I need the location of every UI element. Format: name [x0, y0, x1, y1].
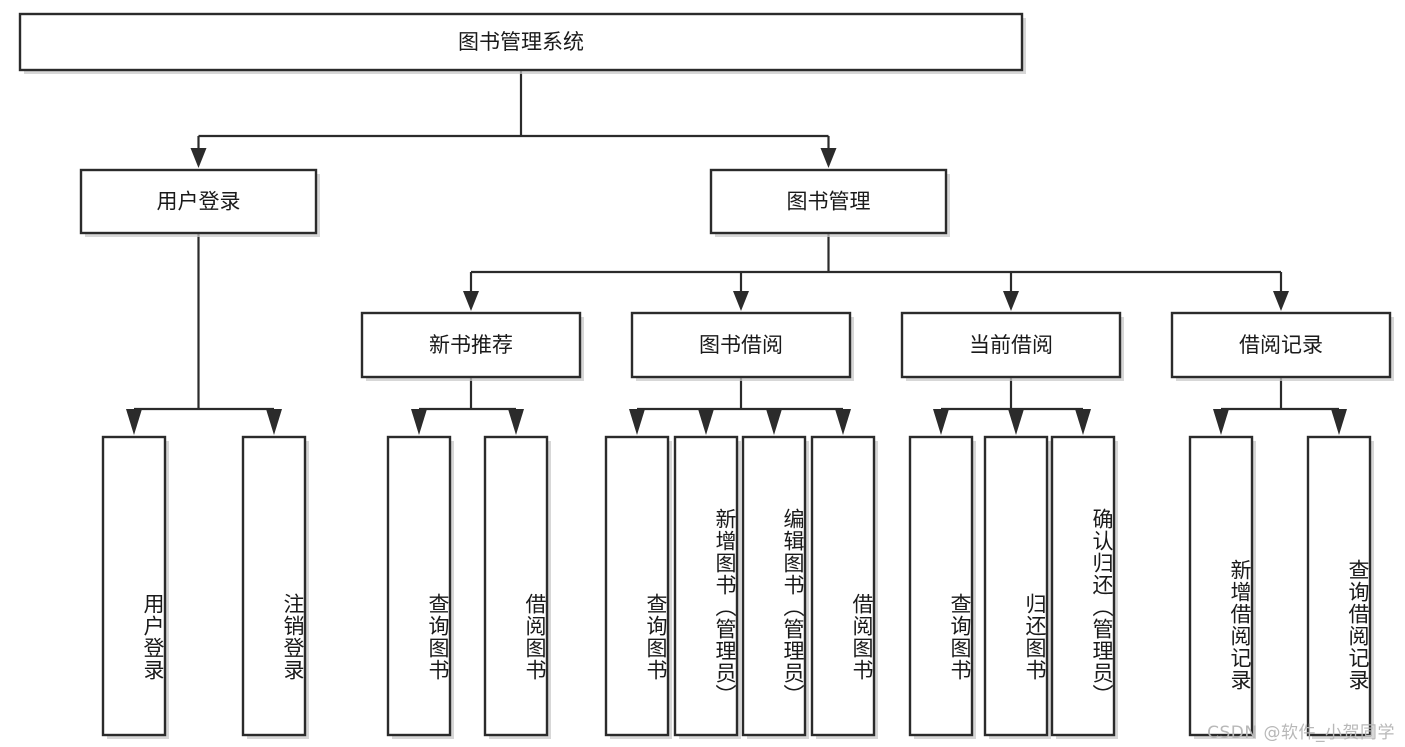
- node-box-current-borrow[interactable]: [900, 311, 1122, 379]
- node-box-leaf-add-record[interactable]: [1188, 435, 1254, 737]
- arrow-head-leaf-add-book: [698, 409, 714, 435]
- node-label-current-borrow: 当前借阅: [969, 333, 1053, 357]
- node-box-root[interactable]: [18, 12, 1024, 72]
- node-label-root: 图书管理系统: [458, 30, 584, 54]
- node-box-leaf-user-logout[interactable]: [241, 435, 307, 737]
- arrow-head-leaf-query-record: [1331, 409, 1347, 435]
- node-box-leaf-return-book[interactable]: [983, 435, 1049, 737]
- node-box-leaf-borrow-book-2[interactable]: [810, 435, 876, 737]
- arrow-head-level2-1: [820, 148, 837, 168]
- arrow-head-leaf-query-book-2: [629, 409, 645, 435]
- node-box-user-login[interactable]: [79, 168, 318, 235]
- node-label-borrow-record: 借阅记录: [1239, 333, 1323, 357]
- arrow-head-level2-0: [190, 148, 207, 168]
- node-box-leaf-confirm-return[interactable]: [1050, 435, 1116, 737]
- arrow-head-leaf-confirm-return: [1075, 409, 1091, 435]
- node-box-new-book-recommend[interactable]: [360, 311, 582, 379]
- arrow-head-leaf-edit-book: [766, 409, 782, 435]
- node-box-leaf-add-book[interactable]: [673, 435, 739, 737]
- csdn-watermark: CSDN @软件_小贺同学: [1207, 723, 1395, 743]
- node-label-book-borrow: 图书借阅: [699, 333, 783, 357]
- node-box-leaf-query-book-3[interactable]: [908, 435, 974, 737]
- node-box-leaf-edit-book[interactable]: [741, 435, 807, 737]
- arrow-head-leaf-query-book-1: [411, 409, 427, 435]
- arrow-head-leaf-borrow-book-2: [835, 409, 851, 435]
- node-box-book-borrow[interactable]: [630, 311, 852, 379]
- node-box-leaf-query-record[interactable]: [1306, 435, 1372, 737]
- arrow-head-leaf-return-book: [1008, 409, 1024, 435]
- node-box-borrow-record[interactable]: [1170, 311, 1392, 379]
- arrow-head-level3-1: [733, 291, 749, 311]
- arrow-head-level3-3: [1273, 291, 1289, 311]
- node-box-leaf-borrow-book-1[interactable]: [483, 435, 549, 737]
- arrow-head-leaf-borrow-book-1: [508, 409, 524, 435]
- boxes-layer: [18, 12, 1394, 739]
- node-box-book-manage[interactable]: [709, 168, 948, 235]
- node-label-user-login: 用户登录: [157, 190, 241, 214]
- connectors-layer: [126, 70, 1347, 435]
- arrow-head-leaf-user-logout: [266, 409, 282, 435]
- arrow-head-leaf-add-record: [1213, 409, 1229, 435]
- node-label-book-manage: 图书管理: [787, 190, 871, 214]
- arrow-head-level3-0: [463, 291, 479, 311]
- arrow-head-leaf-user-login: [126, 409, 142, 435]
- node-box-leaf-query-book-1[interactable]: [386, 435, 452, 737]
- node-box-leaf-user-login[interactable]: [101, 435, 167, 737]
- arrow-head-level3-2: [1003, 291, 1019, 311]
- node-box-leaf-query-book-2[interactable]: [604, 435, 670, 737]
- arrow-head-leaf-query-book-3: [933, 409, 949, 435]
- node-label-new-book-recommend: 新书推荐: [429, 333, 513, 357]
